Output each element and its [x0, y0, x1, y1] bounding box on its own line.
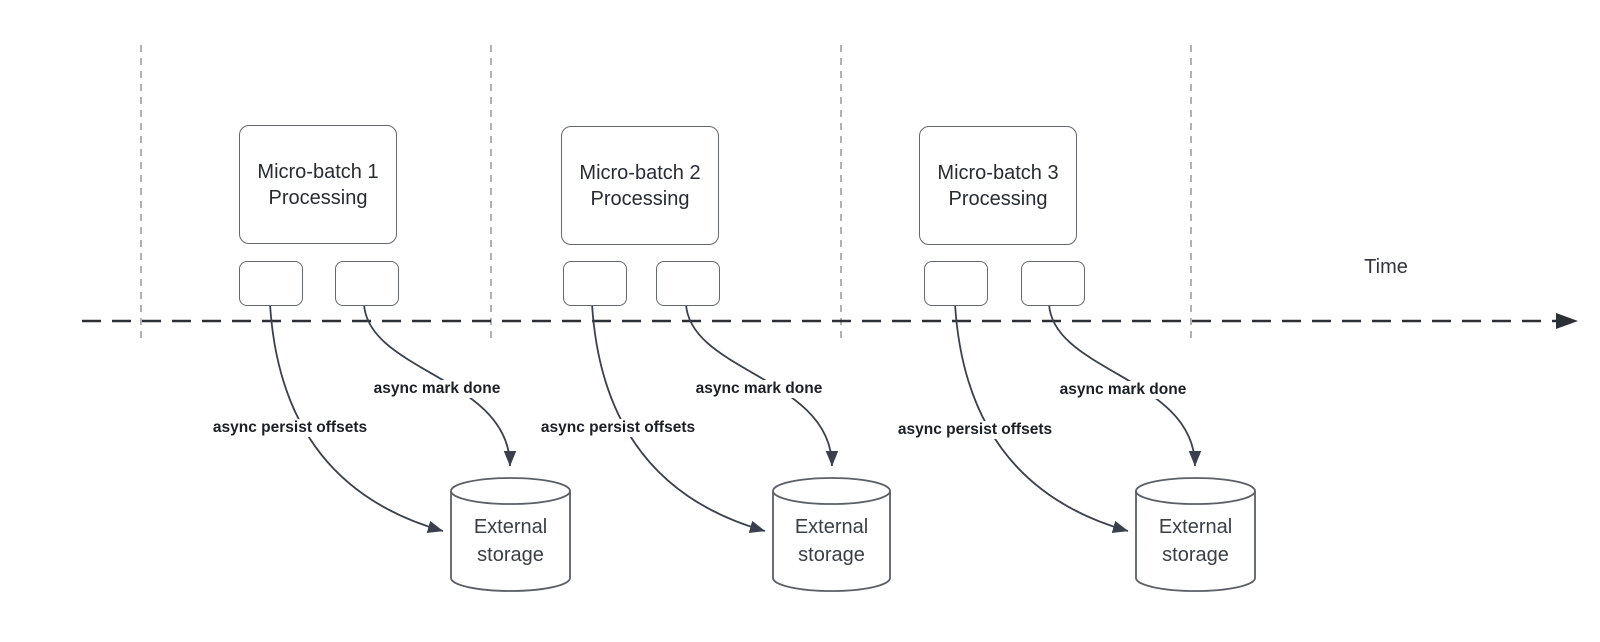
- micro-batch-3-title-line1: Micro-batch 3: [937, 161, 1059, 184]
- micro-batch-1-box: Micro-batch 1 Processing: [239, 125, 397, 244]
- external-storage-3-label: External storage: [1136, 513, 1255, 569]
- micro-batch-1-persist-offsets-arrow: [269, 303, 444, 533]
- micro-batch-1-title-line2: Processing: [268, 186, 368, 209]
- micro-batch-2-box: Micro-batch 2 Processing: [561, 126, 719, 245]
- micro-batch-2-title-line2: Processing: [590, 187, 690, 210]
- external-storage-2-cylinder: [772, 477, 891, 592]
- micro-batch-1-persist-offsets-label: async persist offsets: [209, 419, 371, 437]
- external-storage-1-label-line2: storage: [477, 544, 544, 566]
- micro-batch-1-title-line1: Micro-batch 1: [257, 160, 379, 183]
- micro-batch-2-title-line1: Micro-batch 2: [579, 161, 701, 184]
- micro-batch-1-mark-done-arrow: [363, 303, 517, 467]
- micro-batch-1-done-task-box: [335, 261, 399, 306]
- external-storage-3-label-line1: External: [1158, 516, 1233, 538]
- micro-batch-3-persist-offsets-arrow: [954, 303, 1129, 533]
- external-storage-1-label: External storage: [451, 513, 570, 569]
- micro-batch-1-mark-done-label: async mark done: [370, 380, 504, 398]
- micro-batch-1-offset-task-box: [239, 261, 303, 306]
- micro-batch-3-box: Micro-batch 3 Processing: [919, 126, 1077, 245]
- micro-batch-3-title-line2: Processing: [948, 187, 1048, 210]
- micro-batch-3-offset-task-box: [924, 261, 988, 306]
- micro-batch-2-persist-offsets-arrow: [591, 303, 766, 533]
- external-storage-3-cylinder: [1135, 477, 1256, 592]
- micro-batch-3-done-task-box: [1021, 261, 1085, 306]
- external-storage-3-label-line2: storage: [1162, 544, 1229, 566]
- micro-batch-3-mark-done-label: async mark done: [1056, 381, 1190, 399]
- micro-batch-2-mark-done-arrow: [685, 303, 839, 467]
- external-storage-1-label-line1: External: [473, 516, 548, 538]
- external-storage-2-label: External storage: [772, 513, 891, 569]
- time-axis-arrowhead-icon: [1556, 313, 1578, 329]
- external-storage-1-cylinder: [450, 477, 571, 592]
- micro-batch-2-done-task-box: [656, 261, 720, 306]
- external-storage-2-label-line1: External: [794, 516, 869, 538]
- micro-batch-2-offset-task-box: [563, 261, 627, 306]
- micro-batch-3-mark-done-arrow: [1048, 303, 1202, 467]
- micro-batch-3-persist-offsets-label: async persist offsets: [894, 421, 1056, 439]
- micro-batch-2-persist-offsets-label: async persist offsets: [537, 419, 699, 437]
- micro-batch-2-mark-done-label: async mark done: [692, 380, 826, 398]
- time-axis-label: Time: [1364, 256, 1408, 278]
- external-storage-2-label-line2: storage: [798, 544, 865, 566]
